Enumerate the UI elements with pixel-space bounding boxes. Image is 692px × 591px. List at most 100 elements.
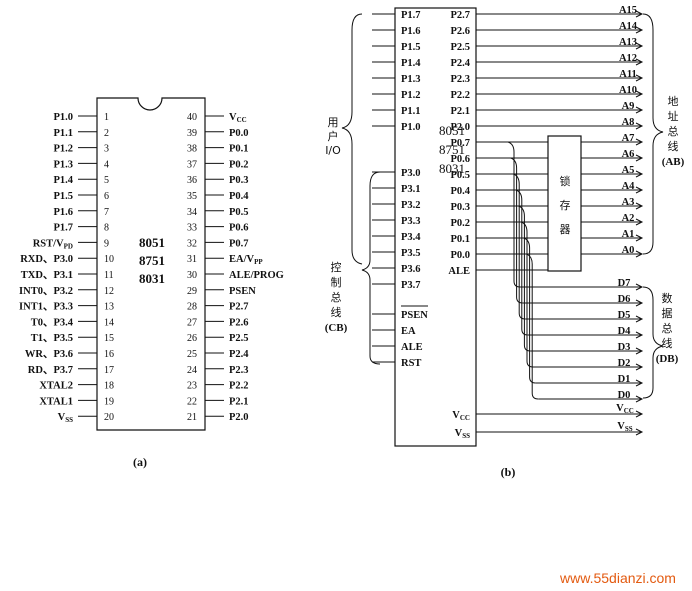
chip-a-pin-number-left: 14 [104, 317, 114, 328]
chip-a-pin-label-left: P1.5 [53, 191, 73, 202]
chip-b-pin-label-p1: P1.5 [401, 42, 421, 53]
chip-b-pin-label-ctrl: RST [401, 358, 421, 369]
chip-a-pin-number-left: 2 [104, 128, 109, 139]
chip-a-pin-number-left: 7 [104, 207, 109, 218]
chip-a-label: 8051 [139, 235, 165, 250]
chip-b-pin-label-p2: P2.1 [450, 106, 470, 117]
chip-a-pin-number-left: 17 [104, 365, 114, 376]
address-line-label: A5 [622, 165, 635, 176]
arrow-head [635, 331, 644, 339]
chip-b-pin-label-p3: P3.3 [401, 216, 421, 227]
chip-b-pin-label-p3: P3.7 [401, 280, 421, 291]
chip-a-pin-label-left: INT1、P3.3 [19, 302, 73, 313]
bus-label-control: 线 [331, 305, 342, 319]
chip-b-vcc-label: VCC [452, 410, 470, 422]
address-line-label: A2 [622, 213, 635, 224]
bus-label-data: 总 [662, 321, 673, 335]
chip-a-pin-number-left: 6 [104, 191, 109, 202]
brace-control [361, 171, 381, 365]
chip-a-pin-label-right: P0.7 [229, 238, 249, 249]
watermark-text: www.55dianzi.com [559, 570, 676, 586]
data-line-label: D0 [618, 390, 631, 401]
chip-b-pin-label-p0: P0.3 [450, 202, 470, 213]
chip-a-pin-label-right: P2.3 [229, 365, 249, 376]
data-line-label: D1 [618, 374, 631, 385]
chip-a-pin-number-left: 19 [104, 396, 114, 407]
chip-b-label: 8031 [439, 161, 465, 176]
chip-a-pin-number-left: 15 [104, 333, 114, 344]
bus-label-data: 线 [662, 336, 673, 350]
arrow-head [635, 379, 644, 387]
chip-b-pin-label-p2: P2.5 [450, 42, 470, 53]
brace-data [642, 286, 664, 399]
bus-label-address: 址 [668, 109, 679, 123]
chip-a-pin-label-left: RST/VPD [33, 238, 73, 250]
chip-a-pin-label-right: ALE/PROG [229, 270, 284, 281]
address-line-label: A12 [619, 53, 637, 64]
chip-a-pin-label-right: VCC [229, 112, 247, 124]
chip-b-pin-label-p2: P2.3 [450, 74, 470, 85]
address-line-label: A15 [619, 5, 637, 16]
bus-label-address: (AB) [662, 156, 685, 168]
data-line-label: D2 [618, 358, 631, 369]
chip-b-pin-label-p1: P1.2 [401, 90, 421, 101]
arrow-head [635, 58, 644, 66]
chip-b-label: 8751 [439, 142, 465, 157]
arrow-head [635, 42, 644, 50]
chip-a-pin-label-left: P1.1 [53, 128, 73, 139]
chip-b-pin-label-ale: ALE [448, 266, 470, 277]
chip-b-pin-label-p2: P2.4 [450, 58, 470, 69]
bus-label-user-io: 用 [328, 116, 339, 129]
address-line-label: A9 [622, 101, 635, 112]
chip-b-pin-label-p0: P0.7 [450, 138, 470, 149]
chip-a-pin-label-right: P0.1 [229, 144, 249, 155]
latch-box [547, 135, 582, 272]
chip-b-pin-label-p1: P1.0 [401, 122, 421, 133]
address-line-label: A13 [619, 37, 637, 48]
chip-b-pin-label-p1: P1.4 [401, 58, 421, 69]
chip-a-label: 8031 [139, 271, 165, 286]
chip-a-pin-label-left: P1.3 [53, 159, 73, 170]
arrow-head [635, 106, 644, 114]
chip-a-pin-label-left: XTAL1 [39, 396, 73, 407]
chip-a-pin-number-right: 40 [187, 112, 197, 123]
chip-b-pin-label-p3: P3.1 [401, 184, 421, 195]
arrow-head [635, 170, 644, 178]
chip-b-pin-label-p0: P0.6 [450, 154, 470, 165]
chip-a-pin-label-right: P2.7 [229, 302, 249, 313]
arrow-head [635, 283, 644, 291]
arrow-head [635, 90, 644, 98]
chip-a-pin-label-right: P0.5 [229, 207, 249, 218]
chip-a-pin-number-left: 10 [104, 254, 114, 265]
arrow-head [635, 74, 644, 82]
chip-a-pin-label-left: VSS [58, 412, 73, 424]
chip-b-pin-label-p1: P1.1 [401, 106, 421, 117]
arrow-head [635, 299, 644, 307]
chip-a-pin-number-left: 9 [104, 238, 109, 249]
chip-a-pin-label-right: P2.0 [229, 412, 249, 423]
chip-a-pin-label-right: PSEN [229, 286, 256, 297]
chip-a-pin-label-right: P2.5 [229, 333, 249, 344]
chip-a-pin-label-left: RXD、P3.0 [20, 254, 73, 265]
chip-b-pin-label-p0: P0.4 [450, 186, 470, 197]
chip-a-pin-number-right: 39 [187, 128, 197, 139]
chip-a-pin-number-right: 32 [187, 238, 197, 249]
chip-a-pin-number-left: 3 [104, 144, 109, 155]
chip-a-pin-number-left: 4 [104, 159, 109, 170]
chip-a-pin-number-right: 36 [187, 175, 197, 186]
arrow-head [635, 202, 644, 210]
data-line-label: D3 [618, 342, 631, 353]
chip-a-pin-label-left: P1.2 [53, 144, 73, 155]
chip-a-pin-number-left: 8 [104, 223, 109, 234]
chip-a-pin-number-right: 37 [187, 159, 197, 170]
data-line-label: D5 [618, 310, 631, 321]
chip-a-pin-number-right: 30 [187, 270, 197, 281]
chip-b-pin-label-p3: P3.0 [401, 168, 421, 179]
address-line-label: A8 [622, 117, 635, 128]
data-branch-line [510, 157, 523, 304]
data-line-label: D6 [618, 294, 631, 305]
vcc-line-label: VCC [616, 403, 634, 415]
arrow-head [635, 122, 644, 130]
chip-a-pin-number-right: 29 [187, 286, 197, 297]
